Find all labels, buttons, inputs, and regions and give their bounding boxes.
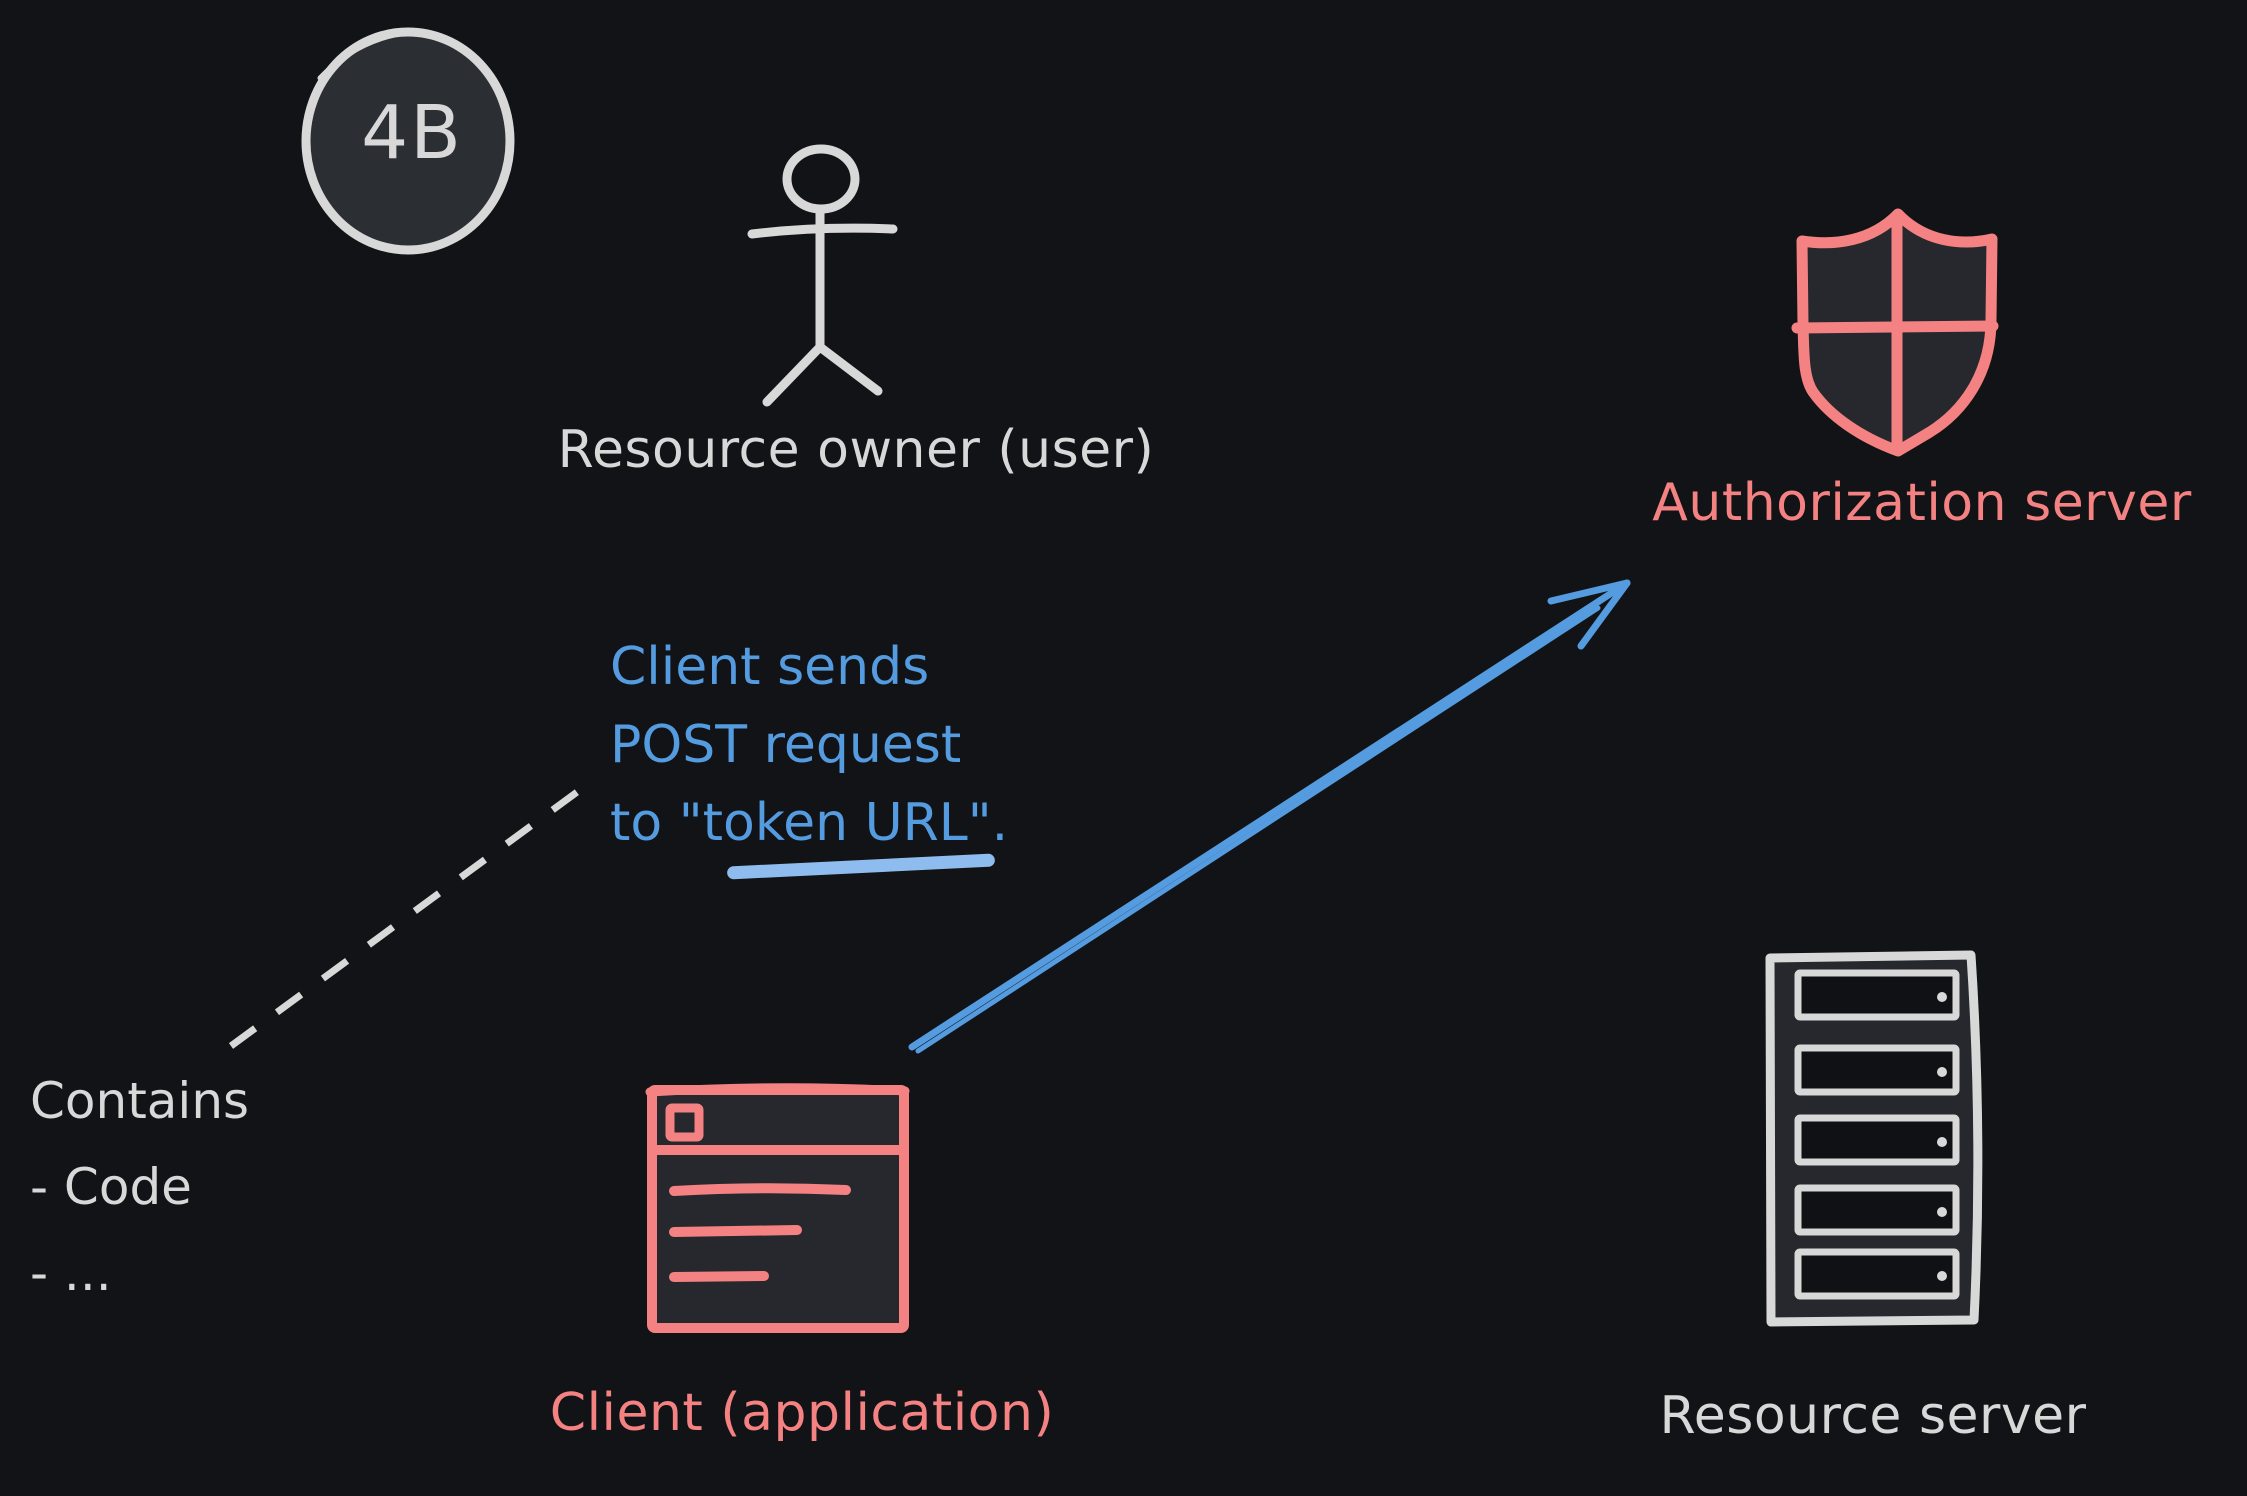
server-rack-icon: [1765, 950, 1983, 1327]
post-note-line-3: to "token URL".: [610, 793, 1009, 853]
server-slot-led-4: [1937, 1207, 1947, 1217]
post-request-arrow: [908, 579, 1631, 1054]
server-rack-slot-4: [1794, 1184, 1960, 1236]
browser-titlebar-square: [665, 1103, 704, 1142]
server-rack-slot-2: [1794, 1044, 1960, 1096]
server-slot-led-2: [1937, 1067, 1947, 1077]
contains-dashed-connector: [228, 781, 591, 1049]
client-label: Client (application): [549, 1383, 1055, 1443]
post-request-note: Client sends POST request to "token URL"…: [610, 628, 1008, 862]
post-note-line-1: Client sends: [610, 637, 930, 697]
resource-owner-label: Resource owner (user): [557, 420, 1155, 480]
contains-note-line-2: - Code: [30, 1158, 192, 1216]
server-slot-led-3: [1937, 1137, 1947, 1147]
arrow-shaft: [908, 579, 1631, 1051]
authorization-server-label: Authorization server: [1652, 473, 2192, 533]
resource-server-label: Resource server: [1659, 1386, 2087, 1446]
server-rack-slot-1: [1794, 969, 1960, 1021]
contains-note-line-1: Contains: [30, 1072, 250, 1130]
badge-circle-accent-stroke: [317, 29, 415, 81]
stick-figure-right-leg: [815, 342, 883, 396]
stick-figure-head: [782, 144, 860, 214]
browser-content-line-1: [669, 1183, 851, 1196]
arrow-shaft-double-stroke: [915, 605, 1601, 1054]
browser-content-line-3: [669, 1271, 769, 1282]
browser-content-line-2: [669, 1225, 802, 1237]
step-badge-label: 4B: [361, 90, 463, 176]
shield-cross-horizontal: [1791, 320, 1999, 334]
server-rack-slot-5: [1794, 1248, 1960, 1300]
browser-window-frame: [647, 1085, 909, 1333]
server-rack-slot-3: [1794, 1114, 1960, 1166]
post-note-line-2: POST request: [610, 715, 962, 775]
stick-figure-arms: [747, 223, 898, 239]
contains-note-line-3: - ...: [30, 1244, 112, 1302]
contains-note: Contains - Code - ...: [30, 1058, 249, 1316]
arrow-head-upper-barb: [1547, 579, 1631, 605]
browser-window-icon: [645, 1083, 910, 1333]
server-slot-led-1: [1937, 992, 1947, 1002]
stick-figure-left-leg: [762, 342, 825, 407]
shield-icon: [1791, 208, 1999, 457]
stick-figure-icon: [747, 144, 898, 407]
step-badge-circle: [301, 27, 515, 255]
arrow-head-lower-barb: [1577, 579, 1631, 650]
server-slot-led-5: [1937, 1271, 1947, 1281]
browser-window-top-edge: [645, 1083, 910, 1097]
